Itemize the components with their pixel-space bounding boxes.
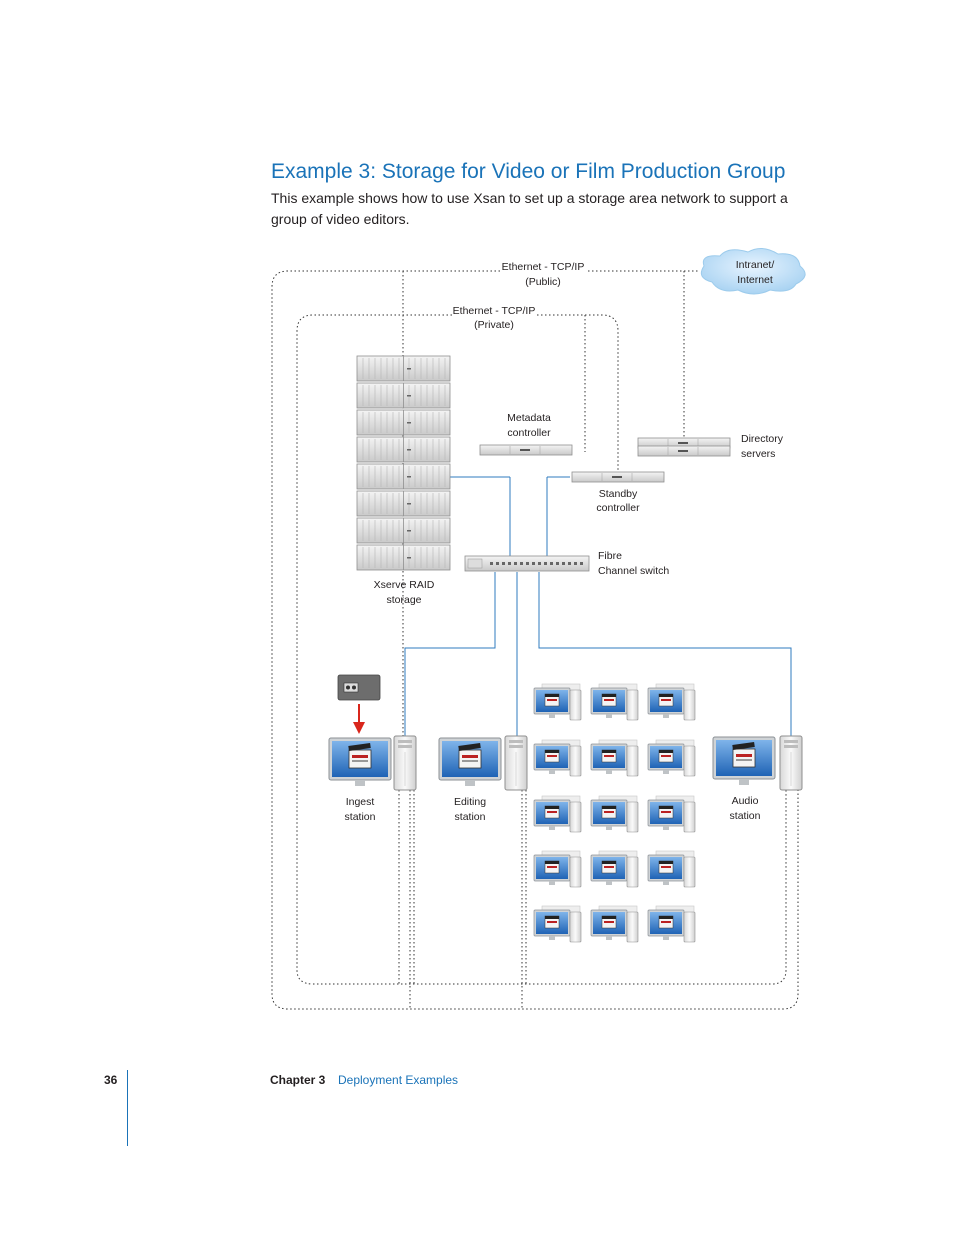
grid-workstation-icon	[533, 739, 582, 777]
fibre-channel-links	[404, 476, 792, 738]
metadata-label: Metadata	[507, 412, 551, 424]
grid-workstation-icon	[647, 739, 696, 777]
editing-label: Editing	[454, 796, 486, 808]
directory-servers-icon	[637, 437, 731, 457]
directory-sublabel: servers	[741, 448, 775, 460]
footer-chapter: Chapter 3	[270, 1073, 326, 1087]
standby-label: Standby	[599, 488, 638, 500]
ethernet-public-loop	[271, 270, 799, 1010]
audio-sublabel: station	[730, 810, 761, 822]
audio-label: Audio	[732, 795, 759, 807]
intro-paragraph: This example shows how to use Xsan to se…	[271, 190, 788, 227]
ingest-label: Ingest	[346, 796, 375, 808]
grid-workstation-icon	[533, 850, 582, 888]
cloud-sublabel: Internet	[737, 274, 773, 286]
footer-divider	[127, 1070, 128, 1146]
raid-sublabel: storage	[386, 594, 421, 606]
grid-workstation-icon	[647, 795, 696, 833]
fibre-sublabel: Channel switch	[598, 565, 669, 577]
grid-workstation-icon	[647, 905, 696, 943]
ethernet-private-loop	[296, 314, 787, 985]
video-tape-deck-icon	[337, 674, 381, 701]
editing-station-icon	[438, 735, 528, 791]
ethernet-public-label: Ethernet - TCP/IP	[502, 261, 585, 273]
ingest-sublabel: station	[345, 811, 376, 823]
grid-workstation-icon	[590, 850, 639, 888]
directory-label: Directory	[741, 433, 784, 445]
grid-workstation-icon	[533, 905, 582, 943]
ingest-station-icon	[328, 735, 417, 791]
grid-workstation-icon	[590, 905, 639, 943]
raid-label: Xserve RAID	[374, 579, 435, 591]
grid-workstation-icon	[590, 739, 639, 777]
standby-sublabel: controller	[596, 502, 640, 514]
ethernet-private-sublabel: (Private)	[474, 319, 514, 331]
fibre-channel-switch-icon	[464, 555, 590, 572]
arrow-down-icon	[353, 704, 365, 734]
standby-controller-icon	[571, 471, 665, 483]
grid-workstation-icon	[647, 850, 696, 888]
editing-sublabel: station	[455, 811, 486, 823]
grid-workstation-icon	[590, 683, 639, 721]
metadata-sublabel: controller	[507, 427, 551, 439]
fibre-label: Fibre	[598, 550, 622, 562]
footer-section-link[interactable]: Deployment Examples	[338, 1073, 459, 1087]
grid-workstation-icon	[590, 795, 639, 833]
grid-workstation-icon	[533, 683, 582, 721]
ethernet-public-sublabel: (Public)	[525, 276, 561, 288]
cloud-label: Intranet/	[736, 259, 775, 271]
grid-workstation-icon	[533, 795, 582, 833]
metadata-controller-icon	[479, 444, 573, 456]
workstation-grid	[533, 683, 696, 943]
ethernet-private-label: Ethernet - TCP/IP	[453, 305, 536, 317]
audio-station-icon	[712, 735, 803, 791]
page-number: 36	[104, 1073, 118, 1087]
grid-workstation-icon	[647, 683, 696, 721]
page-title: Example 3: Storage for Video or Film Pro…	[271, 160, 786, 183]
intranet-cloud-icon	[700, 248, 806, 295]
